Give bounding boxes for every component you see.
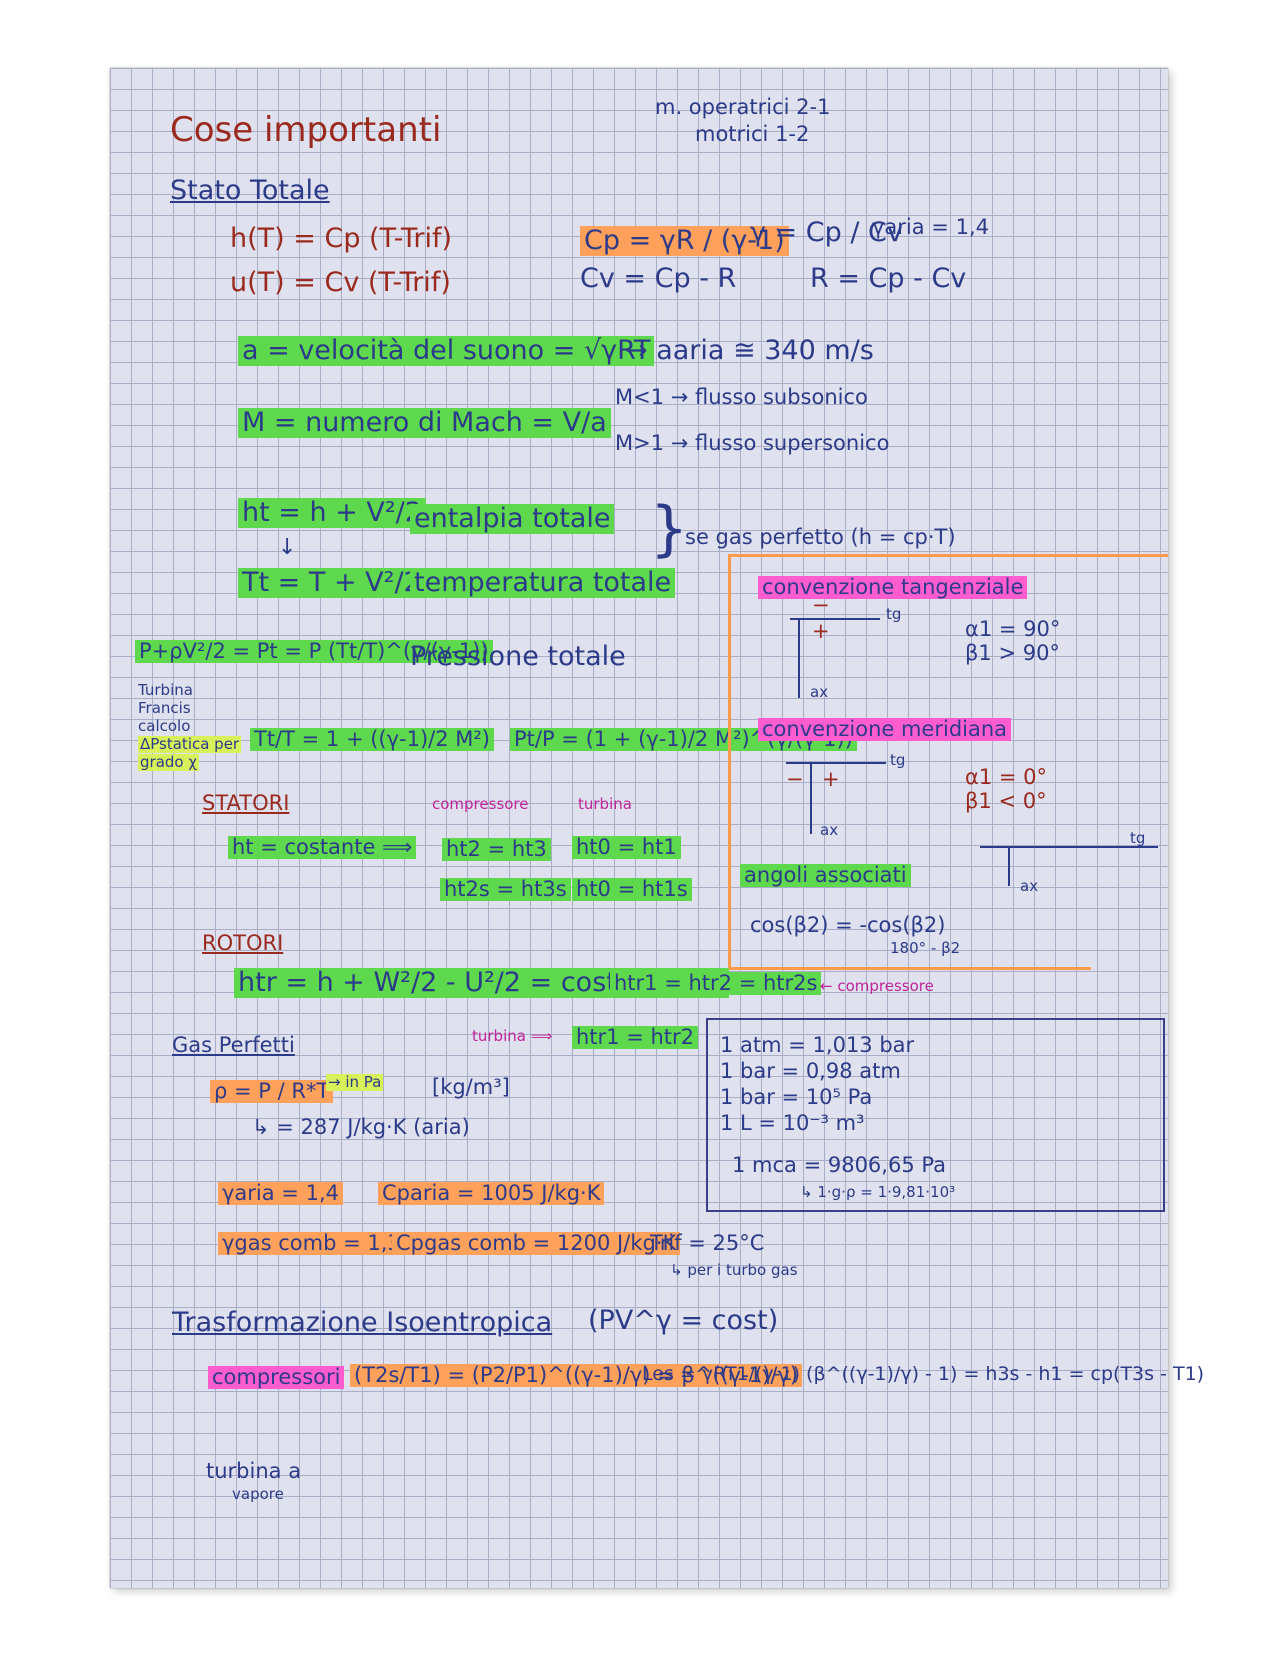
ax-axis — [1008, 846, 1010, 886]
r-aria: ↳ = 287 J/kg·K (aria) — [252, 1115, 470, 1139]
ax-label: ax — [1020, 877, 1039, 895]
speed-of-sound-air: → aaria ≅ 340 m/s — [625, 335, 874, 366]
unit-line: 1 L = 10⁻³ m³ — [720, 1111, 865, 1135]
speed-of-sound: a = velocità del suono = √γRT — [238, 336, 655, 366]
meridian-convention: convenzione meridiana — [758, 717, 1012, 742]
units-box — [706, 1018, 1165, 1212]
rho-formula: ρ = P / R*T — [210, 1079, 334, 1104]
note-operatrici: m. operatrici 2-1 — [655, 95, 831, 119]
section-rotori: ROTORI — [202, 931, 284, 955]
ax-axis — [810, 762, 812, 834]
beta1-meridian: β1 < 0° — [965, 789, 1047, 813]
cp-formula: Cp = γR / (γ-1) — [580, 226, 789, 256]
convention-box-edge — [1088, 554, 1168, 557]
compressor-stator-eq-s: ht2s = ht3s — [440, 877, 571, 902]
section-statori: STATORI — [202, 791, 290, 815]
alpha1-tangential: α1 = 90° — [965, 617, 1061, 641]
unit-line: 1 bar = 10⁵ Pa — [720, 1085, 873, 1109]
tg-axis — [786, 762, 886, 764]
gamma-gas-comb: γgas comb = 1,33 — [218, 1231, 419, 1256]
tg-label: tg — [890, 751, 906, 769]
cp-aria: Cparia = 1005 J/kg·K — [378, 1181, 605, 1206]
alpha1-meridian: α1 = 0° — [965, 765, 1048, 789]
rho-units: [kg/m³] — [432, 1075, 510, 1099]
tangential-convention: convenzione tangenziale — [758, 575, 1028, 600]
compressore-tag: ← compressore — [820, 977, 934, 995]
unit-line: 1 mca = 9806,65 Pa — [732, 1153, 946, 1177]
r-formula: R = Cp - Cv — [810, 263, 967, 294]
page-title: Cose importanti — [170, 110, 442, 150]
arrow-down-icon: ↓ — [278, 535, 297, 560]
section-stato-totale: Stato Totale — [170, 175, 330, 206]
unit-line: 1 bar = 0,98 atm — [720, 1059, 901, 1083]
tt-label: temperatura totale — [410, 568, 676, 598]
compressor-stator-eq: ht2 = ht3 — [442, 837, 551, 862]
pt-formula: P+ρV²/2 = Pt = P (Tt/T)^(γ/(γ-1)) — [135, 639, 493, 664]
unit-line: ↳ 1·g·ρ = 1·9,81·10³ — [800, 1183, 956, 1201]
minus-sign: − — [786, 767, 804, 791]
minus-sign: − — [812, 593, 830, 617]
in-pa-note: → in Pa — [326, 1073, 384, 1091]
ax-label: ax — [810, 683, 829, 701]
note-motrici: motrici 1-2 — [695, 122, 810, 146]
u-formula: u(T) = Cv (T-Trif) — [230, 267, 451, 298]
associated-angles: angoli associati — [740, 863, 911, 888]
beta1-tangential: β1 > 90° — [965, 641, 1060, 665]
plus-sign: + — [822, 767, 840, 791]
subsonic-note: M<1 → flusso subsonico — [615, 385, 868, 409]
tg-label: tg — [1130, 829, 1146, 847]
section-gas-perfetti: Gas Perfetti — [172, 1033, 295, 1057]
turbina-vapore: vapore — [232, 1485, 284, 1503]
trif-note: ↳ per i turbo gas — [670, 1261, 798, 1279]
trif-value: Trif = 25°C — [650, 1231, 765, 1255]
pt-label: Pressione totale — [410, 641, 626, 672]
turbina-tag: turbina ⟹ — [472, 1027, 553, 1045]
ht-formula: ht = h + V²/2 — [238, 498, 426, 528]
ht-costante: ht = costante ⟹ — [228, 835, 417, 860]
cp-gas-comb: Cpgas comb = 1200 J/kg·K — [392, 1231, 681, 1256]
side-note-line: ΔPstatica per — [138, 735, 242, 753]
cos-supplement: 180° - β2 — [890, 939, 961, 957]
h-formula: h(T) = Cp (T-Trif) — [230, 223, 453, 254]
side-note-line: Francis — [138, 699, 191, 717]
compressori-tag: compressori — [208, 1365, 345, 1390]
gas-perfetto-note: se gas perfetto (h = cp·T) — [685, 525, 956, 549]
side-note-line: grado χ — [138, 753, 200, 771]
compressore-label: compressore — [432, 795, 529, 813]
section-isoentropica: Trasformazione Isoentropica — [172, 1307, 553, 1338]
gamma-formula: γ = Cp / Cv — [750, 217, 903, 248]
gamma-aria: γaria = 1,4 — [872, 215, 989, 239]
cos-relation: cos(β2) = -cos(β2) — [750, 913, 946, 937]
tg-label: tg — [886, 605, 902, 623]
plus-sign: + — [812, 619, 830, 643]
turbina-vapore: turbina a — [206, 1459, 302, 1483]
pv-const: (PV^γ = cost) — [588, 1305, 779, 1336]
brace-icon: } — [650, 494, 689, 564]
mach-definition: M = numero di Mach = V/a — [238, 408, 611, 438]
tg-axis — [980, 846, 1158, 848]
notebook-page: Cose importanti m. operatrici 2-1 motric… — [110, 68, 1204, 1588]
tt-ratio: Tt/T = 1 + ((γ-1)/2 M²) — [250, 727, 495, 752]
supersonic-note: M>1 → flusso supersonico — [615, 431, 890, 455]
side-note-line: calcolo — [138, 717, 191, 735]
convention-box — [728, 554, 1091, 970]
isentropic-ratio: (T2s/T1) = (P2/P1)^((γ-1)/γ) = β^((γ-1)/… — [350, 1363, 803, 1388]
ax-axis — [798, 618, 800, 698]
turbine-stator-eq: ht0 = ht1 — [572, 835, 681, 860]
gamma-aria: γaria = 1,4 — [218, 1181, 343, 1206]
turbina-label: turbina — [578, 795, 632, 813]
ax-label: ax — [820, 821, 839, 839]
turbine-stator-eq-s: ht0 = ht1s — [572, 877, 692, 902]
htr-turbine-eq: htr1 = htr2 — [572, 1025, 699, 1050]
ht-label: entalpia totale — [410, 504, 615, 534]
les-formula: Les = γRT1/(γ-1) (β^((γ-1)/γ) - 1) = h3s… — [642, 1363, 1205, 1385]
side-note-line: Turbina — [138, 681, 193, 699]
htr-compressor-eq: htr1 = htr2 = htr2s — [610, 971, 822, 996]
tg-axis — [790, 618, 880, 620]
unit-line: 1 atm = 1,013 bar — [720, 1033, 915, 1057]
cv-formula: Cv = Cp - R — [580, 263, 737, 294]
